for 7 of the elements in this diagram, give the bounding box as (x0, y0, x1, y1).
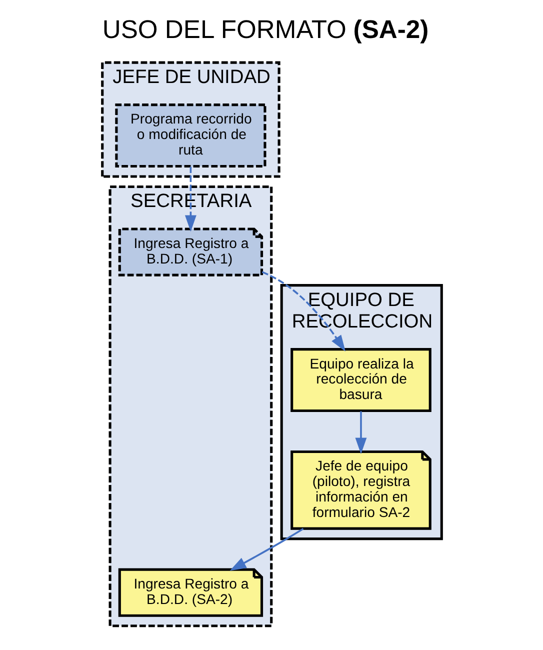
arrow (354, 411, 366, 454)
node-box: Equipo realiza la recolección de basura (290, 348, 431, 412)
node-box: Programa recorrido o modificación de ruta (114, 104, 266, 168)
arrow (184, 166, 196, 232)
arrow (229, 528, 304, 571)
arrow (261, 271, 345, 352)
diagram-title: USO DEL FORMATO (SA-2) (102, 16, 428, 44)
